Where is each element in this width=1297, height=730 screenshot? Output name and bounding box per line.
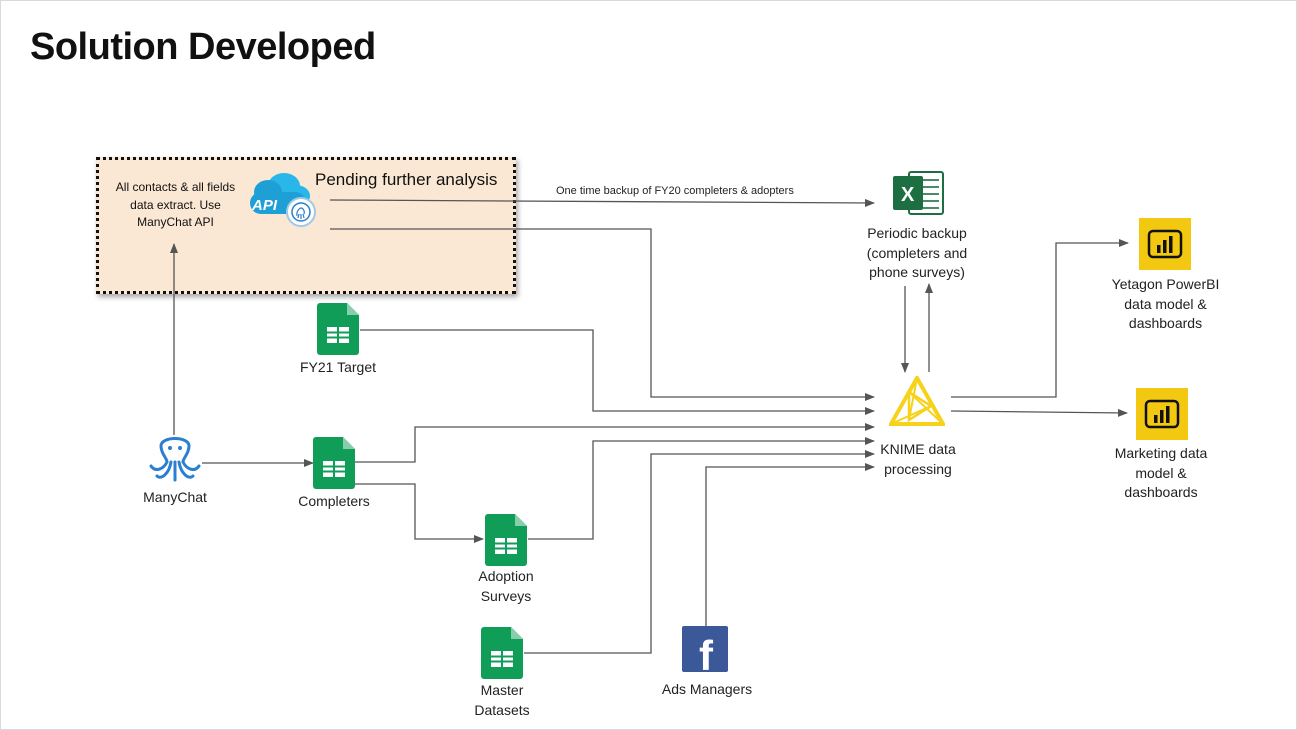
manychat-label: ManyChat xyxy=(143,489,207,505)
powerbi-marketing-icon xyxy=(1136,388,1188,440)
arrow-api-to-knime xyxy=(330,228,875,401)
pending-title: Pending further analysis xyxy=(315,170,498,189)
arrow-knime-to-marketing xyxy=(950,408,1128,417)
ads-managers-label: Ads Managers xyxy=(661,681,753,697)
completers-label: Completers xyxy=(298,493,370,509)
svg-text:f: f xyxy=(699,632,714,672)
completers-sheet-icon xyxy=(313,437,355,489)
facebook-icon: f xyxy=(682,626,728,672)
page-title: Solution Developed xyxy=(30,26,376,68)
periodic-backup-label: Periodic backup (completers and phone su… xyxy=(866,225,968,280)
arrow-ads-to-knime xyxy=(705,463,875,626)
fy21-target-label: FY21 Target xyxy=(299,359,376,375)
arrow-adoption-to-knime xyxy=(528,437,875,540)
arrow-completers-to-knime xyxy=(355,423,875,463)
knime-icon xyxy=(889,376,945,426)
adoption-surveys-label: Adoption Surveys xyxy=(478,568,534,604)
master-sheet-icon xyxy=(481,627,523,679)
knime-label: KNIME data processing xyxy=(880,441,956,477)
adoption-sheet-icon xyxy=(485,514,527,566)
svg-text:X: X xyxy=(901,184,915,206)
arrow-completers-to-adoption xyxy=(355,483,484,543)
manychat-icon xyxy=(149,437,201,482)
arrow-api-to-excel xyxy=(329,198,875,207)
arrow-master-to-knime xyxy=(524,450,875,654)
api-cloud-icon: API xyxy=(250,173,316,227)
arrow-fy21-to-knime xyxy=(360,329,875,415)
fy21-sheet-icon xyxy=(317,303,359,355)
api-extract-description: All contacts & all fields data extract. … xyxy=(115,180,236,229)
arrow-knime-to-yetagon xyxy=(951,239,1129,398)
excel-icon: X xyxy=(893,171,944,215)
api-icon-text: API xyxy=(251,197,278,214)
powerbi-yetagon-icon xyxy=(1139,218,1191,270)
marketing-label: Marketing data model & dashboards xyxy=(1114,445,1208,500)
master-datasets-label: Master Datasets xyxy=(474,682,530,718)
yetagon-powerbi-label: Yetagon PowerBI data model & dashboards xyxy=(1111,276,1220,331)
backup-edge-label: One time backup of FY20 completers & ado… xyxy=(556,185,794,197)
